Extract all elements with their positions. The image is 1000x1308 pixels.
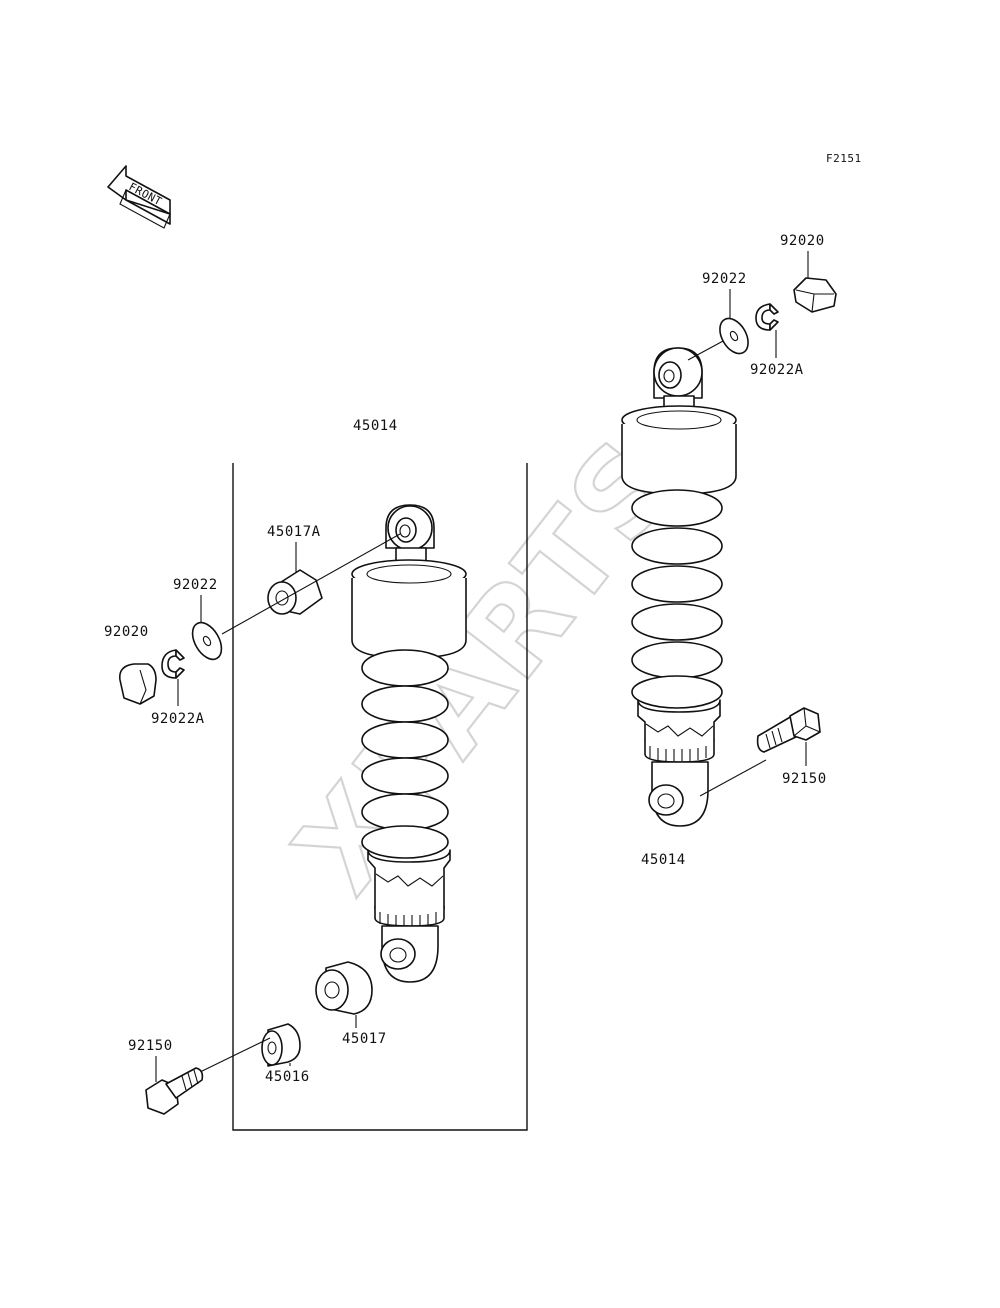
bolt-left — [145, 1067, 204, 1115]
label-92022a-right: 92022A — [750, 362, 804, 378]
bushing-bottom-left — [315, 961, 373, 1015]
label-45014-left: 45014 — [353, 418, 398, 434]
set-bracket — [232, 463, 528, 1131]
bushing-top-left — [267, 569, 323, 615]
shock-absorber-right — [621, 347, 737, 827]
clip-left — [161, 649, 185, 679]
label-45014-right: 45014 — [641, 852, 686, 868]
clip-right — [755, 303, 779, 331]
shock-absorber-left — [351, 504, 467, 983]
acorn-nut-left — [118, 663, 157, 705]
label-92022-right: 92022 — [702, 271, 747, 287]
front-arrow-icon: FRONT — [107, 165, 171, 229]
label-45017: 45017 — [342, 1031, 387, 1047]
label-45016: 45016 — [265, 1069, 310, 1085]
label-92022-left: 92022 — [173, 577, 218, 593]
label-92022a-left: 92022A — [151, 711, 205, 727]
label-92150-right: 92150 — [782, 771, 827, 787]
figure-code: F2151 — [826, 152, 862, 165]
label-92020-right: 92020 — [780, 233, 825, 249]
label-92150-left: 92150 — [128, 1038, 173, 1054]
washer-right — [719, 317, 749, 355]
bolt-right — [756, 707, 821, 753]
collar-left — [261, 1023, 301, 1067]
washer-left — [191, 621, 223, 661]
label-92020-left: 92020 — [104, 624, 149, 640]
hex-nut-right — [793, 277, 837, 313]
label-45017a: 45017A — [267, 524, 321, 540]
